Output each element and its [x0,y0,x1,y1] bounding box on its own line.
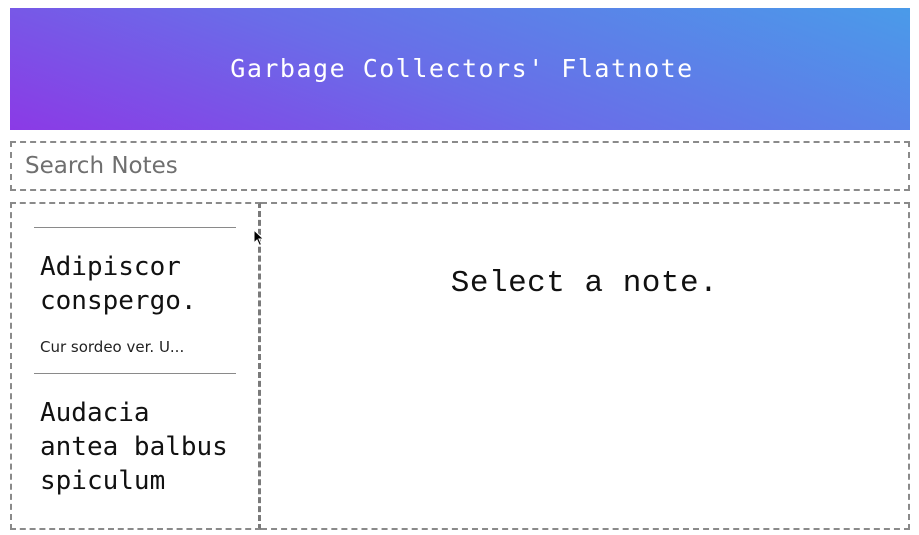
note-list-item[interactable]: Audacia antea balbus spiculum [34,373,236,515]
empty-state-message: Select a note. [450,266,719,301]
note-title: Audacia antea balbus spiculum [40,398,228,496]
mouse-pointer-icon [253,229,265,247]
notes-list: Adipiscor conspergo. Cur sordeo ver. U..… [10,202,261,530]
note-view-panel: Select a note. [261,202,910,530]
app-title: Garbage Collectors' Flatnote [230,53,694,83]
app-header: Garbage Collectors' Flatnote [10,8,910,130]
note-preview: Cur sordeo ver. U... [40,338,185,356]
search-box [10,141,910,191]
search-input[interactable] [12,143,908,189]
app-container: Garbage Collectors' Flatnote Adipiscor c… [10,8,910,530]
note-title: Adipiscor conspergo. [40,252,197,316]
note-list-item[interactable]: Adipiscor conspergo. Cur sordeo ver. U..… [34,227,236,373]
